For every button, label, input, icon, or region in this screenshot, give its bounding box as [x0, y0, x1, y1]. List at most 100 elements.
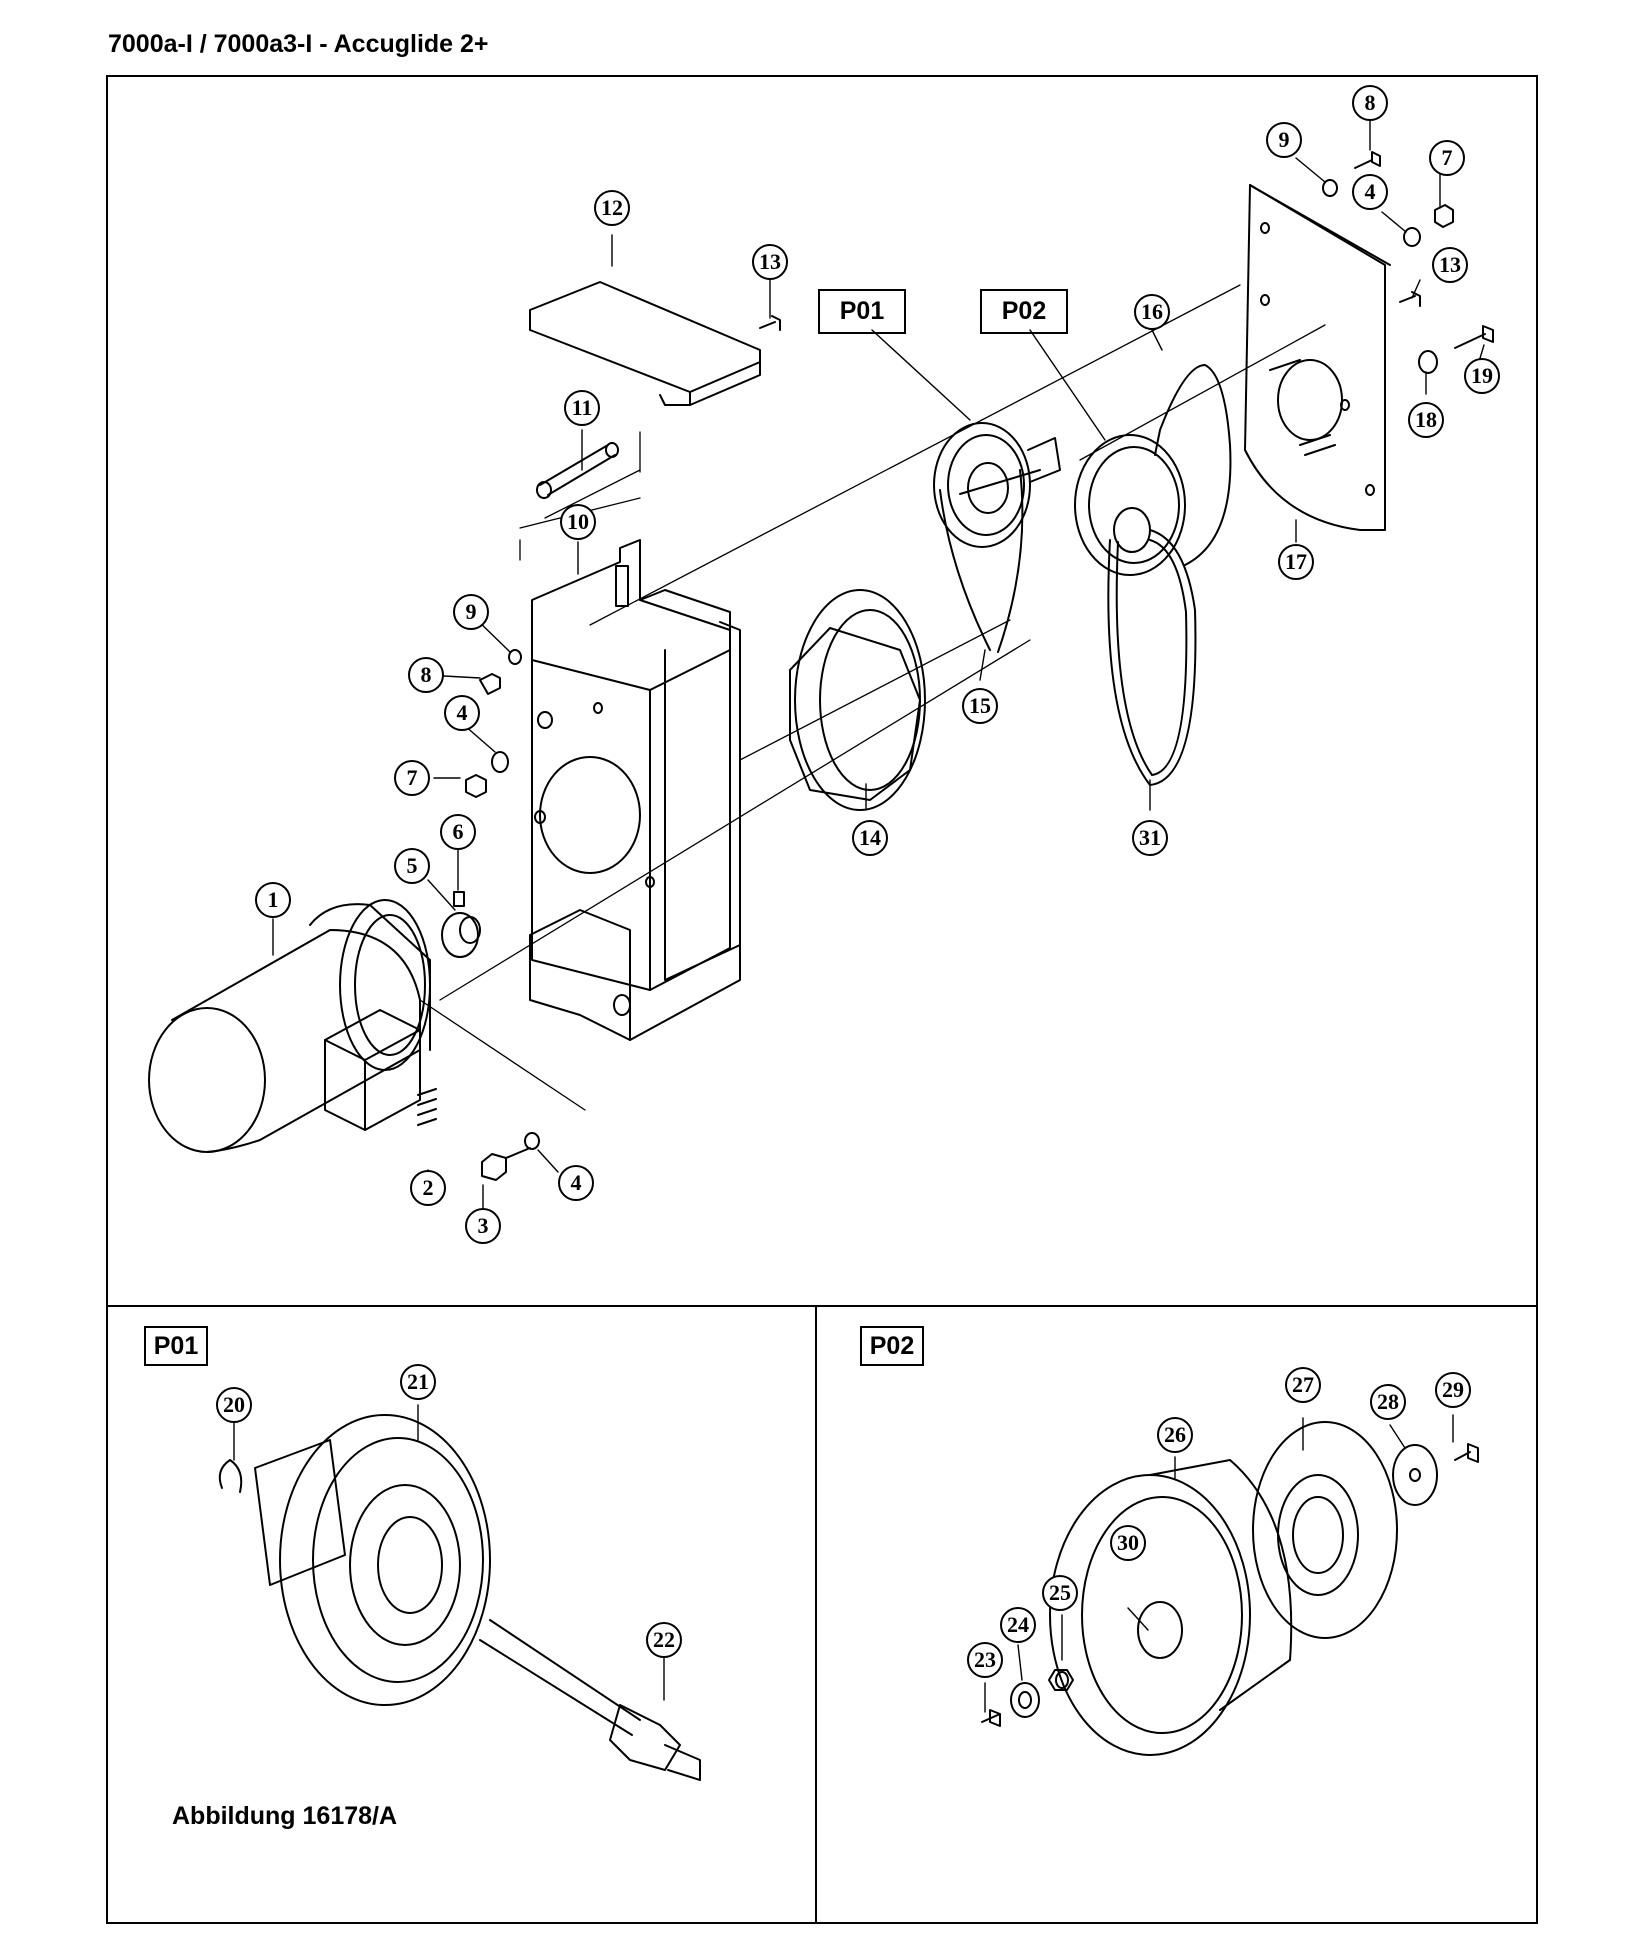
- callout-number: 24: [1007, 1612, 1029, 1637]
- pulley-assembly-p02: [1074, 364, 1232, 786]
- callout-number: 10: [567, 509, 589, 534]
- callout-circle: [1352, 85, 1388, 121]
- callout-circle: [1266, 122, 1302, 158]
- callout-4-3: 4: [1352, 174, 1388, 210]
- assembly-centerlines: [419, 284, 1326, 1111]
- screw-part-8-left: [479, 673, 501, 695]
- callout-circle: [465, 1208, 501, 1244]
- callout-circle: [408, 657, 444, 693]
- callout-6: 6: [440, 814, 476, 850]
- detail-p02-label: P02: [860, 1326, 924, 1366]
- callout-number: 13: [1439, 252, 1461, 277]
- callout-number: 4: [571, 1170, 582, 1195]
- callout-number: 9: [466, 599, 477, 624]
- callout-number: 22: [653, 1627, 675, 1652]
- reference-p02-label: P02: [980, 289, 1068, 334]
- callout-circle: [646, 1622, 682, 1658]
- callout-number: 30: [1117, 1530, 1139, 1555]
- callout-circle: [1042, 1575, 1078, 1611]
- callout-14: 14: [852, 820, 888, 856]
- callout-9-2: 9: [1266, 122, 1302, 158]
- callout-circle: [400, 1364, 436, 1400]
- cover-plate-part-12: [529, 281, 761, 406]
- callout-13: 13: [752, 244, 788, 280]
- callout-number: 4: [457, 700, 468, 725]
- shaft-part-11: [536, 442, 619, 499]
- callout-31: 31: [1132, 820, 1168, 856]
- screw-part-8-top: [1354, 151, 1381, 169]
- callout-1: 1: [255, 882, 291, 918]
- washer-part-9-top: [1322, 179, 1338, 197]
- housing-part-10: [529, 539, 741, 1041]
- callout-8-2: 8: [1352, 85, 1388, 121]
- callout-circle: [255, 882, 291, 918]
- callout-26: 26: [1157, 1417, 1193, 1453]
- callout-circle: [394, 760, 430, 796]
- washer-part-4-top: [1403, 227, 1421, 247]
- callout-number: 29: [1442, 1377, 1464, 1402]
- screw-part-13-right: [1399, 291, 1421, 307]
- callout-12: 12: [594, 190, 630, 226]
- callout-number: 3: [478, 1213, 489, 1238]
- callout-circle: [1352, 174, 1388, 210]
- callout-25: 25: [1042, 1575, 1078, 1611]
- callout-27: 27: [1285, 1367, 1321, 1403]
- callout-number: 8: [421, 662, 432, 687]
- nut-part-7-left: [465, 774, 487, 798]
- callout-number: 25: [1049, 1580, 1071, 1605]
- callout-number: 17: [1285, 549, 1307, 574]
- callout-number: 20: [223, 1392, 245, 1417]
- callout-7-2: 7: [1429, 140, 1465, 176]
- callout-number: 15: [969, 693, 991, 718]
- callout-9: 9: [453, 594, 489, 630]
- bolt-part-19: [1454, 325, 1494, 349]
- callout-22: 22: [646, 1622, 682, 1658]
- detail-p01-label: P01: [144, 1326, 208, 1366]
- callout-circle: [440, 814, 476, 850]
- callout-number: 9: [1279, 127, 1290, 152]
- callout-11: 11: [564, 390, 600, 426]
- callout-number: 31: [1139, 825, 1161, 850]
- callout-number: 27: [1292, 1372, 1314, 1397]
- callout-4: 4: [558, 1165, 594, 1201]
- callout-20: 20: [216, 1387, 252, 1423]
- callout-number: 11: [572, 395, 593, 420]
- callout-circle: [962, 688, 998, 724]
- callout-3: 3: [465, 1208, 501, 1244]
- callout-13-2: 13: [1432, 247, 1468, 283]
- callout-circle: [1370, 1384, 1406, 1420]
- callout-19: 19: [1464, 358, 1500, 394]
- figure-caption: Abbildung 16178/A: [172, 1802, 398, 1830]
- callout-circle: [216, 1387, 252, 1423]
- flange-ring-part-14: [789, 589, 926, 811]
- callout-number: 1: [268, 887, 279, 912]
- callout-number: 7: [407, 765, 418, 790]
- callout-number: 16: [1141, 299, 1163, 324]
- callout-16: 16: [1134, 294, 1170, 330]
- callout-circle: [558, 1165, 594, 1201]
- callout-2: 2: [410, 1170, 446, 1206]
- callout-8: 8: [408, 657, 444, 693]
- callout-circle: [1132, 820, 1168, 856]
- callout-30: 30: [1110, 1525, 1146, 1561]
- callout-number: 8: [1365, 90, 1376, 115]
- callout-number: 7: [1442, 145, 1453, 170]
- callout-circle: [752, 244, 788, 280]
- callout-circle: [1278, 544, 1314, 580]
- detail-p02-frame: [815, 1305, 1538, 1924]
- callout-leaders: [233, 117, 1485, 1713]
- callout-29: 29: [1435, 1372, 1471, 1408]
- back-plate-part-17: [1244, 184, 1391, 531]
- detail-p02-drawing: [981, 1421, 1479, 1756]
- screws-part-2: [417, 1088, 437, 1126]
- callout-circle: [453, 594, 489, 630]
- callout-circle: [1134, 294, 1170, 330]
- callout-number: 5: [407, 853, 418, 878]
- callout-number: 23: [974, 1647, 996, 1672]
- callout-23: 23: [967, 1642, 1003, 1678]
- callout-circle: [1429, 140, 1465, 176]
- callout-circle: [394, 848, 430, 884]
- callout-5: 5: [394, 848, 430, 884]
- callout-circle: [564, 390, 600, 426]
